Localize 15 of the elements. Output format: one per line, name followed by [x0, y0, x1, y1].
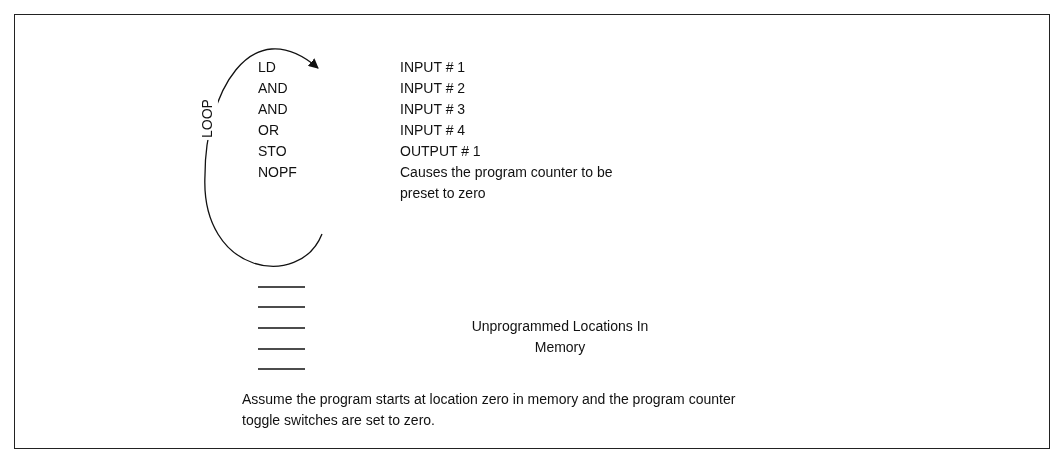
note-text: Unprogrammed Locations In Memory [470, 317, 650, 357]
operand-text: INPUT # 2 [400, 79, 466, 98]
instruction-text: STO [258, 142, 287, 161]
operand-text: INPUT # 1 [400, 58, 466, 77]
instruction-text: NOPF [258, 162, 297, 183]
operand-text: OUTPUT # 1 [400, 142, 481, 161]
instruction-text: OR [258, 121, 279, 140]
instruction-text: AND [258, 100, 288, 119]
operand-text: INPUT # 3 [400, 100, 466, 119]
instruction-text: AND [258, 79, 288, 98]
note-paragraph: Assume the program starts at location zero in memory and the program counter toggle switches are set to zero. [242, 390, 737, 430]
instruction-text: LD [258, 57, 276, 78]
operand-text: INPUT # 4 [400, 121, 466, 140]
comment-text: Causes the program counter to be preset to zero [400, 163, 614, 203]
loop-arrow [204, 48, 323, 267]
